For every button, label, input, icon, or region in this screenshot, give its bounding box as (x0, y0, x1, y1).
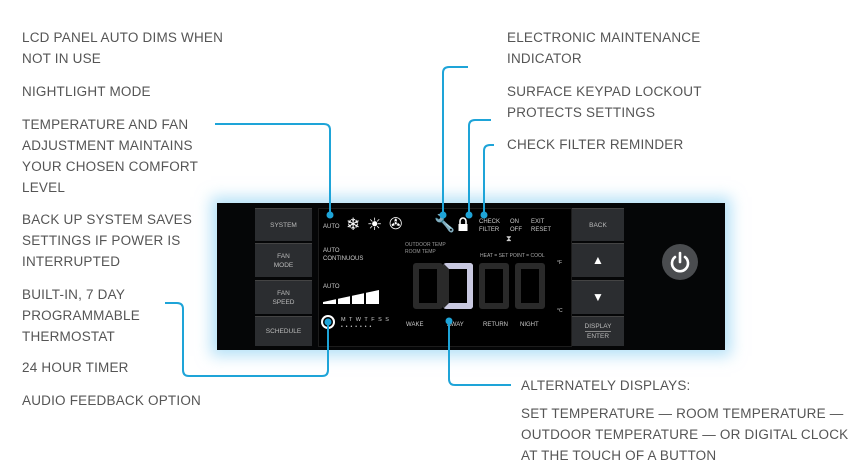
digit-segment (479, 263, 509, 309)
callout-temperature (215, 123, 331, 215)
callout-maintenance (442, 66, 468, 215)
down-arrow-icon: ▼ (592, 290, 604, 304)
day-dots: ••••••• (341, 324, 375, 330)
fan-speed-bars (323, 289, 379, 305)
period-night: NIGHT (520, 322, 539, 328)
power-button[interactable] (662, 244, 698, 280)
days-of-week: M T W T F S S (341, 317, 390, 323)
label-check-filter: CHECK FILTER REMINDER (507, 137, 684, 152)
callout-dot (465, 211, 473, 219)
fan-icon: ✇ (389, 216, 403, 233)
thermostat-panel: SYSTEM FAN MODE FAN SPEED SCHEDULE AUTO … (217, 203, 725, 350)
snowflake-icon: ❄ (346, 215, 361, 234)
callout-filter (483, 144, 494, 215)
sun-icon: ☀ (367, 215, 383, 234)
down-button[interactable]: ▼ (572, 280, 624, 314)
digit-segment (413, 263, 443, 309)
callout-dot (480, 211, 488, 219)
fan-speed-button[interactable]: FAN SPEED (255, 280, 312, 314)
label-alternately-displays: ALTERNATELY DISPLAYS: SET TEMPERATURE — … (521, 378, 849, 463)
label-nightlight: NIGHTLIGHT MODE (22, 84, 151, 99)
period-return: RETURN (483, 322, 508, 328)
system-button[interactable]: SYSTEM (255, 208, 312, 241)
wrench-icon: 🔧 (434, 214, 456, 233)
lcd-auto: AUTO (323, 224, 340, 230)
back-button[interactable]: BACK (572, 208, 624, 241)
fan-mode-button[interactable]: FAN MODE (255, 243, 312, 277)
digit-segment (515, 263, 545, 309)
up-button[interactable]: ▲ (572, 243, 624, 277)
period-away: AWAY (447, 322, 464, 328)
lock-icon (458, 217, 468, 231)
period-wake: WAKE (406, 322, 424, 328)
callout-dot (326, 211, 334, 219)
label-audio: AUDIO FEEDBACK OPTION (22, 393, 201, 408)
callout-dot (445, 317, 453, 325)
heat-setpoint-cool: HEAT = SET POINT = COOL (480, 253, 545, 259)
callout-dot (439, 211, 447, 219)
digit-segment-lit: 2 (443, 263, 473, 309)
callout-display (448, 321, 511, 386)
fan-speed-indicator: AUTO (323, 284, 340, 290)
unit-f: °F (557, 260, 563, 266)
label-timer: 24 HOUR TIMER (22, 360, 129, 375)
callout-programmable (165, 302, 329, 377)
callout-lockout (468, 119, 491, 215)
up-arrow-icon: ▲ (592, 253, 604, 267)
unit-c: °C (557, 308, 563, 314)
schedule-button[interactable]: SCHEDULE (255, 316, 312, 346)
hourglass-icon: ⧗ (506, 234, 512, 243)
power-icon (670, 251, 690, 273)
callout-dot (324, 318, 332, 326)
